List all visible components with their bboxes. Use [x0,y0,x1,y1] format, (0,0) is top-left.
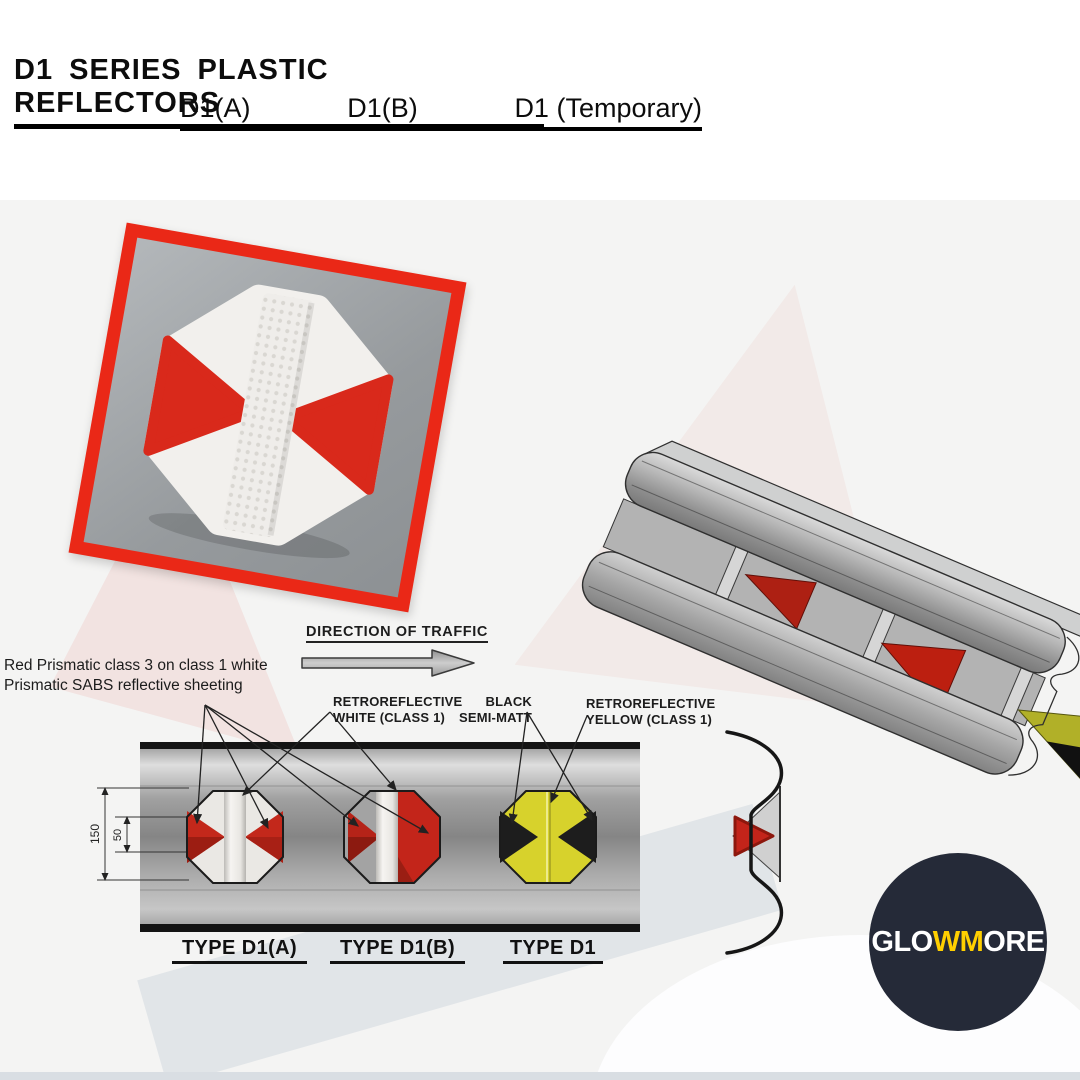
type-label-d1b: TYPE D1(B) [330,937,465,964]
logo-text-wm: WM [932,925,984,958]
callout-black-line2: SEMI-MATT [458,709,532,725]
page-title: D1 SERIES PLASTIC REFLECTORS [14,54,544,129]
type-label-d1: TYPE D1 [503,937,603,964]
variant-list: D1(A) D1(B) D1 (Temporary) [180,93,702,131]
leader-lines [193,704,593,834]
variant-d1b: D1(B) [347,93,418,123]
rail-profile-view [725,730,784,955]
sheeting-note: Red Prismatic class 3 on class 1 white P… [4,656,268,696]
red-triangle-left [143,335,258,456]
profile-red-triangle [733,815,775,857]
callout-black: BLACK SEMI-MATT [444,694,532,725]
red-triangle-right [279,374,394,495]
callout-yellow: RETROREFLECTIVE YELLOW (CLASS 1) [586,696,715,727]
rail-bottom-bulge [581,551,1024,775]
direction-of-traffic-label: DIRECTION OF TRAFFIC [306,624,488,643]
product-photo [68,222,467,613]
reflector-type-d1a [186,790,284,884]
render-red-reflector-small [744,573,817,630]
sheeting-note-line1: Red Prismatic class 3 on class 1 white [4,657,268,674]
dimension-lines [97,787,189,881]
direction-arrow-icon [301,649,475,677]
callout-yellow-line2: YELLOW (CLASS 1) [586,711,712,727]
callout-white-line2: WHITE (CLASS 1) [333,709,446,725]
callout-yellow-line1: RETROREFLECTIVE [586,696,716,711]
photo-background [83,237,452,598]
dim-50-label: 50 [112,829,124,841]
callout-white-line1: RETROREFLECTIVE [333,694,463,709]
dim-150-label: 150 [88,824,102,844]
glowmore-logo-text: GLOWMORE [871,925,1045,959]
technical-drawing: 150 50 [88,704,640,932]
profile-outline [725,730,784,955]
content-area: Red Prismatic class 3 on class 1 white P… [0,200,1080,1072]
callout-black-line1: BLACK [485,694,532,709]
reflector-type-d1 [499,790,597,884]
logo-text-ore: ORE [983,925,1045,958]
glowmore-logo: GLOWMORE [869,853,1047,1031]
rail-end-curl [1008,636,1080,776]
variant-d1a: D1(A) [180,93,251,123]
sheeting-note-line2: Prismatic SABS reflective sheeting [4,677,243,695]
guardrail-3d-render [581,440,1080,785]
photo-reflector-graphic [143,284,394,559]
type-label-d1a: TYPE D1(A) [172,937,307,964]
variant-d1-temporary: D1 (Temporary) [514,93,702,123]
render-black-chevron [1046,741,1080,784]
rail-top-bulge [624,451,1066,674]
bottom-edge-strip [0,1072,1080,1080]
callout-white: RETROREFLECTIVE WHITE (CLASS 1) [333,694,462,725]
reflector-type-d1b [343,790,441,884]
logo-text-glo: GLO [871,925,933,958]
